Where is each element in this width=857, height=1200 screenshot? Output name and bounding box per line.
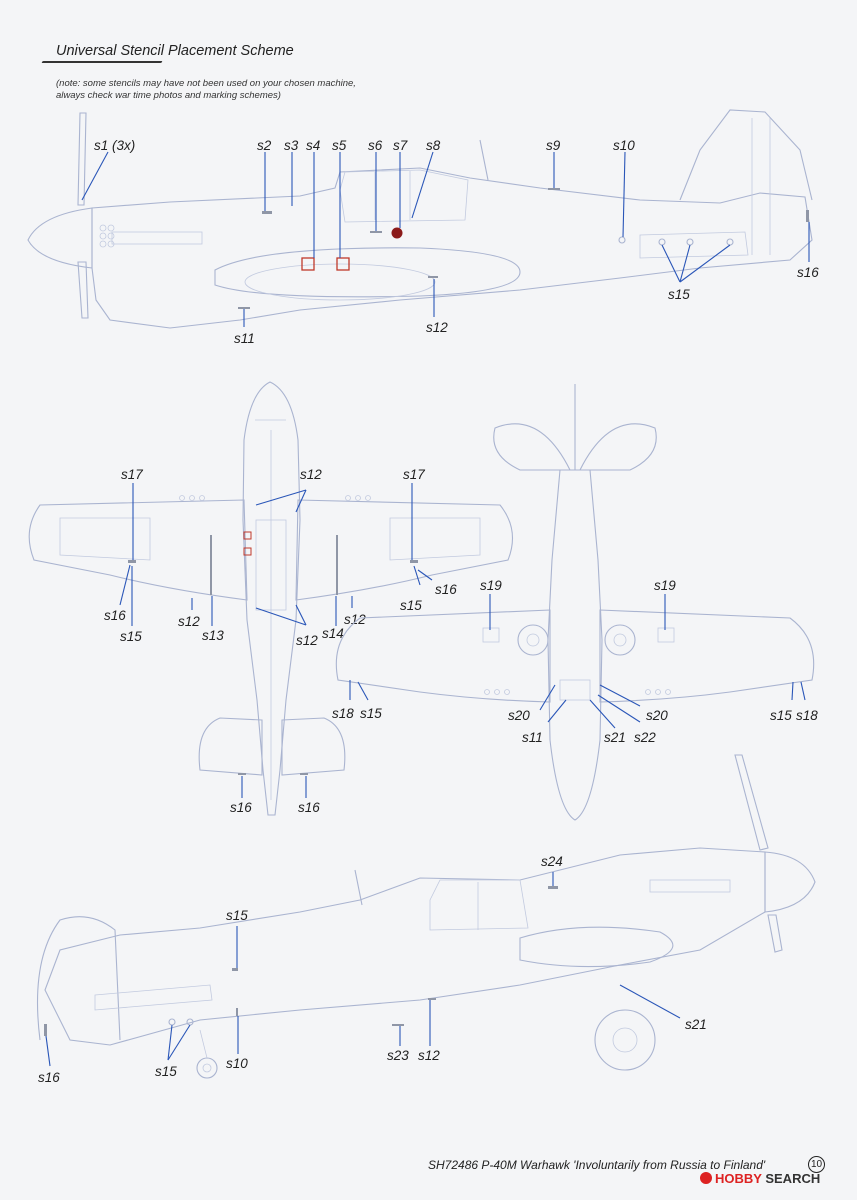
watermark-brand: HOBBY (715, 1171, 762, 1186)
left-side-view: s1 (3x) s2 s3 s4 s5 s6 s7 s8 s9 s10 s16 … (27, 109, 819, 346)
callout-s20-right: s20 (646, 708, 668, 723)
footer-caption: SH72486 P-40M Warhawk 'Involuntarily fro… (428, 1158, 766, 1172)
callout-s10: s10 (613, 138, 635, 153)
note-line-1: (note: some stencils may have not been u… (56, 78, 356, 89)
callout-s1: s1 (3x) (94, 138, 135, 153)
page-number: 10 (808, 1156, 825, 1173)
callout-s15-bottom-right: s15 (770, 708, 792, 723)
callout-s19-right: s19 (654, 578, 676, 593)
callout-s11: s11 (234, 331, 255, 346)
callout-s2: s2 (257, 138, 272, 153)
callout-s12-right-side: s12 (418, 1048, 440, 1063)
callout-s12-wing-right: s12 (344, 612, 366, 627)
callout-s22: s22 (634, 730, 656, 745)
callout-s7: s7 (393, 138, 408, 153)
callout-s13: s13 (202, 628, 224, 643)
callout-s17-left: s17 (121, 467, 143, 482)
callout-s16-tail-left: s16 (230, 800, 252, 815)
watermark-suffix: SEARCH (765, 1171, 821, 1186)
callout-s14: s14 (322, 626, 344, 641)
callout-s15-right: s15 (400, 598, 422, 613)
callout-s18-right: s18 (796, 708, 818, 723)
note-line-2: always check war time photos and marking… (56, 90, 281, 101)
callout-s23: s23 (387, 1048, 409, 1063)
callout-s12-bottom: s12 (296, 633, 318, 648)
callout-s12-wing-left: s12 (178, 614, 200, 629)
callout-s24: s24 (541, 854, 563, 869)
callout-s3: s3 (284, 138, 299, 153)
callout-s21-right-side: s21 (685, 1017, 707, 1032)
hobbysearch-logo-icon (700, 1172, 712, 1184)
callout-s19-left: s19 (480, 578, 502, 593)
callout-s16-right: s16 (435, 582, 457, 597)
callout-s18-left: s18 (332, 706, 354, 721)
watermark: HOBBY SEARCH (700, 1171, 820, 1186)
callout-s16: s16 (797, 265, 819, 280)
callout-s5: s5 (332, 138, 347, 153)
callout-s12: s12 (426, 320, 448, 335)
callout-s16-right-side: s16 (38, 1070, 60, 1085)
callout-s17-right: s17 (403, 467, 425, 482)
callout-s21-bottom: s21 (604, 730, 626, 745)
callout-s9: s9 (546, 138, 561, 153)
bottom-view: s19 s19 s18 s15 s20 s20 s11 s21 s22 s15 … (332, 384, 818, 821)
callout-s11-bottom: s11 (522, 730, 543, 745)
callout-s16-tail-right: s16 (298, 800, 320, 815)
stencil-s5 (336, 257, 350, 271)
callout-s15-bottom-left: s15 (360, 706, 382, 721)
callout-s12-top: s12 (300, 467, 322, 482)
callout-s15: s15 (668, 287, 690, 302)
top-view: s17 s12 s17 s16 s15 s16 s12 s13 s12 s14 … (28, 381, 514, 816)
callout-s15-left: s15 (120, 629, 142, 644)
callout-s20-left: s20 (508, 708, 530, 723)
stencil-s4 (301, 257, 315, 271)
callout-s16-left: s16 (104, 608, 126, 623)
callout-s15-right-side-lower: s15 (155, 1064, 177, 1079)
callout-s10-right-side: s10 (226, 1056, 248, 1071)
callout-s8: s8 (426, 138, 441, 153)
callout-s15-right-side: s15 (226, 908, 248, 923)
right-side-view: s24 s15 s21 s16 s15 s10 s23 s12 (36, 754, 816, 1085)
stencil-s7 (391, 227, 403, 239)
callout-s6: s6 (368, 138, 383, 153)
callout-s4: s4 (306, 138, 320, 153)
page-title: Universal Stencil Placement Scheme (56, 43, 294, 59)
